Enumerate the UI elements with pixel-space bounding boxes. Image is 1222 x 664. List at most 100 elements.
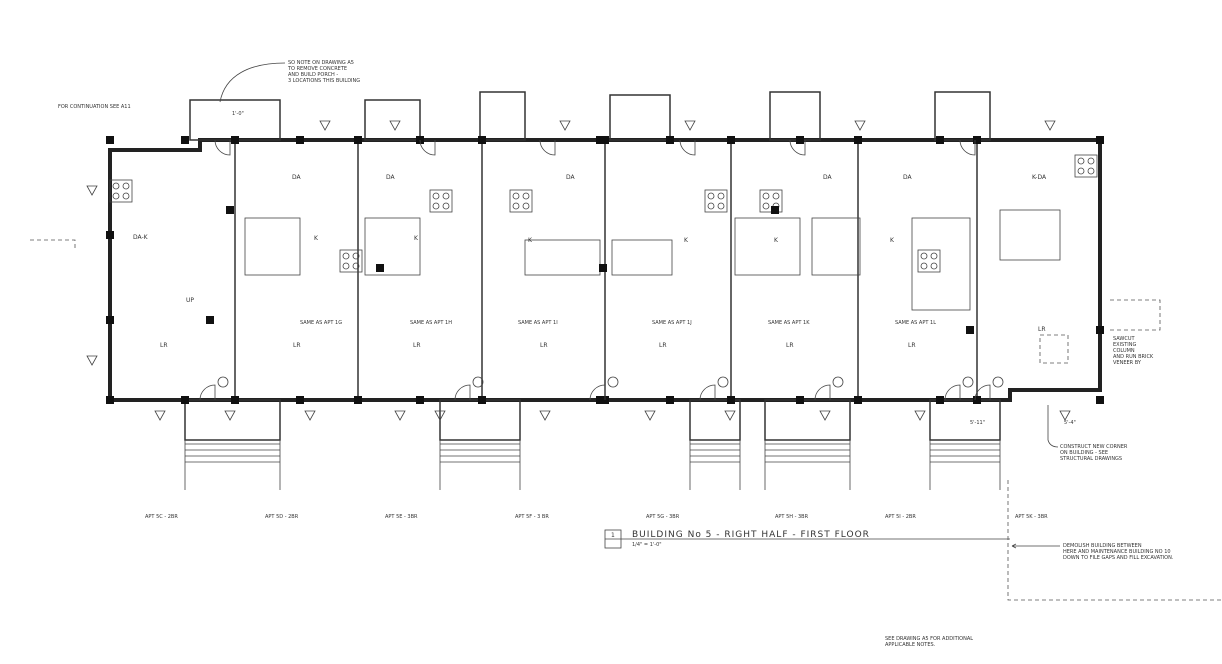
same-as-1g: SAME AS APT 1G [300,320,342,326]
section-marker-icon [304,410,316,421]
leader-line [1047,405,1059,448]
stair-or-kitchen-partition [911,217,971,311]
front-porch [184,399,281,441]
section-marker-icon [539,410,551,421]
porch-note-line: AND BUILD PORCH - [288,72,338,78]
column [354,136,362,144]
continuation-line [30,239,76,248]
column [206,316,214,324]
burner-icon [522,192,530,200]
demolition-outline [1110,299,1161,331]
same-as-1l: SAME AS APT 1L [895,320,936,326]
room-lr: LR [160,342,168,349]
stair-or-kitchen-partition [244,217,301,276]
room-k: K [774,237,779,244]
section-marker-icon [819,410,831,421]
column [796,136,804,144]
front-porch [689,399,741,441]
section-marker-icon [644,410,656,421]
column [231,136,239,144]
column [973,136,981,144]
room-da: DA [566,174,576,181]
room-k: K [314,235,319,242]
entry-door [699,384,716,401]
column [478,396,486,404]
burner-icon [1087,157,1095,165]
burner-icon [522,202,530,210]
apartment-label: APT 5D - 2BR [265,514,299,520]
apartment-label: APT 5H - 3BR [775,514,809,520]
demolish-note-line: DOWN TO FILE GAPS AND FILL EXCAVATION. [1063,555,1174,561]
burner-icon [920,262,928,270]
column [296,396,304,404]
stair-or-kitchen-partition [811,217,861,276]
rear-door [789,139,806,156]
entry-door [814,384,831,401]
column [727,136,735,144]
title-block: 1 BUILDING No 5 - RIGHT HALF - FIRST FLO… [604,529,1010,549]
porch-note: SO NOTE ON DRAWING A5 TO REMOVE CONCRETE… [219,60,360,103]
burner-icon [1087,167,1095,175]
rear-door [679,139,696,156]
sawcut-note-line: EXISTING [1113,342,1137,348]
porch-note-line: TO REMOVE CONCRETE [287,66,347,72]
burner-icon [707,192,715,200]
burner-icon [707,202,715,210]
room-k: K [414,235,419,242]
section-marker-icon [854,120,866,131]
sawcut-note-line: SAWCUT [1113,336,1136,342]
dimension-label: 5'-11" [970,420,985,426]
room-labels: DA-K LR UP DA K SAME AS APT 1G LR DA K S… [133,174,1047,349]
section-marker-icon [319,120,331,131]
apartment-label: APT 5K - 3BR [1015,514,1048,520]
apartment-labels: APT 5C - 2BR APT 5D - 2BR APT 5E - 3BR A… [145,514,1048,520]
corner-note: CONSTRUCT NEW CORNER ON BUILDING - SEE S… [1047,405,1128,462]
room-k: K [528,237,533,244]
column [354,396,362,404]
stair-or-kitchen-partition [734,217,801,276]
front-porch [439,399,521,441]
column [796,396,804,404]
leader-arrow [219,62,286,103]
fixture-outline [1039,334,1069,364]
sawcut-note: SAWCUT EXISTING COLUMN AND RUN BRICK VEN… [1113,336,1154,366]
column [181,396,189,404]
column [478,136,486,144]
section-marker-icon [434,410,446,421]
section-marker-icon [559,120,571,131]
corner-note-line: STRUCTURAL DRAWINGS [1060,456,1122,462]
rear-porch [189,99,281,141]
burner-icon [1077,167,1085,175]
drawing-scale: 1/4" = 1'-0" [632,542,662,548]
column [601,136,609,144]
room-lr: LR [1038,326,1046,333]
burner-icon [432,202,440,210]
structural-columns [106,136,1104,404]
burner-icon [112,192,120,200]
column [854,136,862,144]
door-tag [962,376,974,388]
room-lr: LR [540,342,548,349]
burner-icon [930,252,938,260]
cabinet [917,249,941,273]
section-marker-icon [394,410,406,421]
room-da: DA [903,174,913,181]
section-marker-icon [224,410,236,421]
column [1096,136,1104,144]
room-da: DA [292,174,302,181]
door-tag [992,376,1004,388]
column [1096,396,1104,404]
exterior-wall [108,138,1102,402]
entry-door [944,384,961,401]
column [966,326,974,334]
column [771,206,779,214]
porch-note-line: 3 LOCATIONS THIS BUILDING [288,78,360,84]
apartment-label: APT 5I - 2BR [885,514,916,520]
cabinet [429,189,453,213]
column [973,396,981,404]
stair-or-kitchen-partition [999,209,1061,261]
door-tag [832,376,844,388]
rear-porch [769,91,821,141]
door-tag [472,376,484,388]
section-marker-icon [389,120,401,131]
